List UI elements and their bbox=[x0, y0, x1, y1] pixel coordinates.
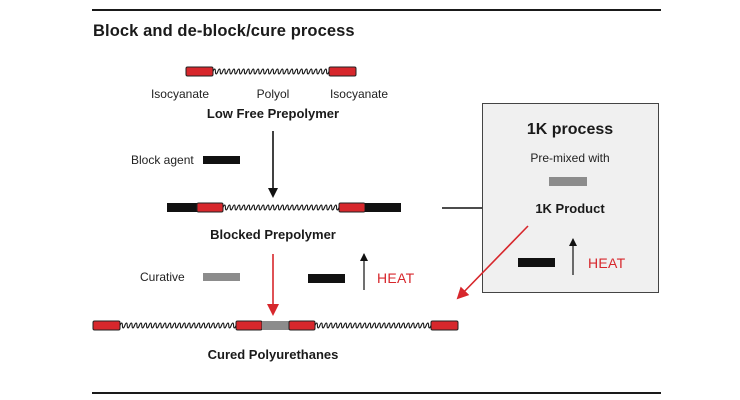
one-k-heat-label: HEAT bbox=[588, 255, 626, 271]
isocyanate-label-right: Isocyanate bbox=[329, 87, 389, 101]
released-block-agent bbox=[308, 274, 345, 283]
blocked-prepolymer-name: Blocked Prepolymer bbox=[210, 227, 336, 242]
block-agent-cap-left bbox=[167, 203, 199, 212]
block-agent-cap-right bbox=[365, 203, 401, 212]
prepolymer-molecule bbox=[185, 66, 357, 77]
cured-polyurethanes-name: Cured Polyurethanes bbox=[207, 347, 339, 362]
block-agent-label: Block agent bbox=[131, 153, 194, 167]
premix-curative-swatch bbox=[549, 177, 587, 186]
polyol-label: Polyol bbox=[256, 87, 290, 101]
blocked-prepolymer-molecule bbox=[167, 202, 401, 213]
bottom-rule bbox=[92, 392, 661, 394]
polyol-chain bbox=[119, 322, 237, 329]
isocyanate-label-left: Isocyanate bbox=[150, 87, 210, 101]
one-k-premixed-label: Pre-mixed with bbox=[530, 151, 610, 165]
heat-label: HEAT bbox=[377, 270, 415, 286]
one-k-process-title: 1K process bbox=[526, 121, 614, 138]
diagram-title: Block and de-block/cure process bbox=[93, 22, 355, 40]
isocyanate-segment-right bbox=[328, 66, 357, 77]
curative-linker bbox=[262, 321, 289, 330]
curative-swatch bbox=[203, 273, 240, 281]
curative-label: Curative bbox=[140, 270, 185, 284]
one-k-released-block-agent bbox=[518, 258, 555, 267]
top-rule bbox=[92, 9, 661, 11]
isocyanate-segment bbox=[430, 320, 459, 331]
polyol-chain bbox=[212, 68, 330, 75]
one-k-product-label: 1K Product bbox=[535, 201, 605, 216]
one-k-process-box bbox=[482, 103, 659, 293]
polyol-chain bbox=[222, 204, 340, 211]
block-agent-swatch bbox=[203, 156, 240, 164]
prepolymer-name: Low Free Prepolymer bbox=[206, 106, 340, 121]
one-k-cure-arrow bbox=[456, 225, 529, 300]
cured-polyurethane-molecule bbox=[92, 320, 459, 331]
polyol-chain bbox=[314, 322, 432, 329]
